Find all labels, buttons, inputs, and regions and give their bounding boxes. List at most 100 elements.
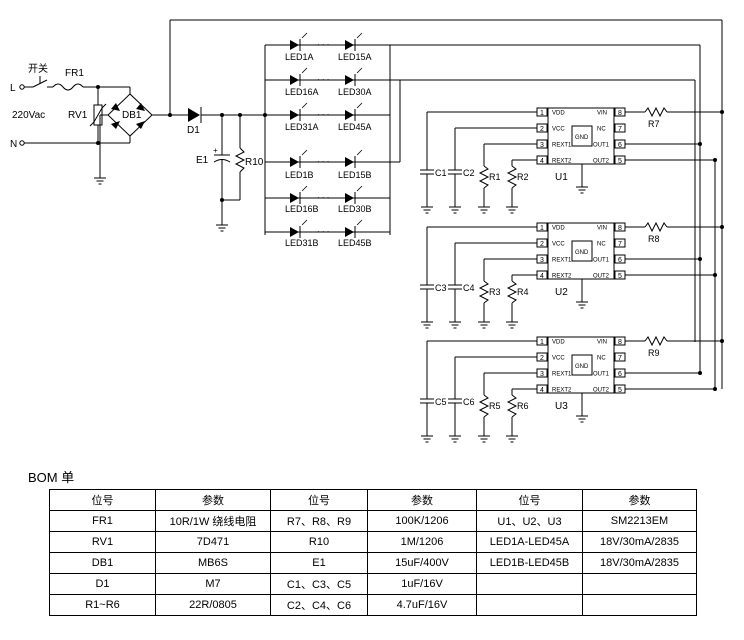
diode-label: D1 [187, 125, 200, 136]
pin-number: 1 [540, 110, 544, 117]
pin-number: 4 [540, 387, 544, 394]
bom-cell: DB1 [49, 552, 156, 574]
bom-cell: 7D471 [155, 531, 271, 553]
neutral-terminal [19, 140, 25, 146]
pin-label: REXT1 [552, 258, 572, 264]
neutral-terminal-label: N [10, 139, 17, 150]
led-label: LED31A [285, 122, 319, 132]
pin-label: OUT2 [593, 388, 610, 394]
resistor-r10 [234, 147, 246, 173]
bom-cell: R7、R8、R9 [270, 510, 368, 532]
bom-cell [582, 594, 697, 616]
pin-number: 5 [618, 273, 622, 280]
bom-cell: 18V/30mA/2835 [582, 531, 697, 553]
led-label: LED16A [285, 87, 319, 97]
pin-label: VCC [552, 356, 565, 362]
pin-number: 2 [540, 126, 544, 133]
pin-number: 4 [540, 158, 544, 165]
varistor-label: RV1 [68, 110, 88, 121]
pin-number: 7 [618, 126, 622, 133]
capacitor-label: C4 [463, 283, 475, 293]
pin-label: VIN [597, 111, 607, 117]
led-row-a3: LED31A LED45A · · · [265, 109, 390, 132]
bom-header-cell: 参数 [582, 489, 697, 511]
bom-cell: 15uF/400V [367, 552, 477, 574]
svg-text:· · ·: · · · [317, 110, 329, 119]
fuse-label: FR1 [65, 68, 84, 79]
pin-number: 3 [540, 257, 544, 264]
pin-label: OUT1 [593, 143, 610, 149]
svg-text:· · ·: · · · [317, 157, 329, 166]
pin-label: REXT2 [552, 159, 572, 165]
svg-text:· · ·: · · · [317, 193, 329, 202]
power-switch [32, 76, 53, 88]
bom-cell: SM2213EM [582, 510, 697, 532]
led-row-b3: LED31B LED45B · · · [265, 226, 390, 248]
capacitor-label: C3 [435, 283, 447, 293]
pin-label: OUT2 [593, 274, 610, 280]
diode-d1 [188, 107, 202, 123]
bom-header-cell: 位号 [49, 489, 156, 511]
bom-cell: 1M/1206 [367, 531, 477, 553]
switch-label: 开关 [28, 62, 48, 75]
bom-cell: LED1B-LED45B [476, 552, 583, 574]
pin-label: VIN [597, 340, 607, 346]
pin-number: 6 [618, 142, 622, 149]
bom-cell: R1~R6 [49, 594, 156, 616]
bom-cell: M7 [155, 573, 271, 595]
pin-number: 5 [618, 387, 622, 394]
bom-cell: R10 [270, 531, 368, 553]
led-label: LED45A [338, 122, 372, 132]
pin-number: 2 [540, 355, 544, 362]
bom-cell: 22R/0805 [155, 594, 271, 616]
bom-cell: RV1 [49, 531, 156, 553]
bom-header-cell: 位号 [476, 489, 583, 511]
pin-label: VDD [552, 340, 565, 346]
resistor-label: R5 [489, 401, 501, 411]
pin-number: 7 [618, 241, 622, 248]
pin-label: VCC [552, 127, 565, 133]
resistor-label: R4 [517, 287, 529, 297]
pin-number: 4 [540, 273, 544, 280]
pin-number: 3 [540, 371, 544, 378]
bom-header-cell: 位号 [270, 489, 368, 511]
led-label: LED1A [285, 52, 314, 62]
resistor-label: R6 [517, 401, 529, 411]
bom-cell: E1 [270, 552, 368, 574]
chip-gnd-pad [571, 240, 593, 262]
led-label: LED31B [285, 238, 319, 248]
pin-number: 1 [540, 339, 544, 346]
bom-cell: 1uF/16V [367, 573, 477, 595]
resistor-label: R3 [489, 287, 501, 297]
bom-header-cell: 参数 [155, 489, 271, 511]
bom-cell: 10R/1W 绕线电阻 [155, 510, 271, 532]
r10-label: R10 [245, 157, 264, 168]
led-label: LED15B [338, 170, 372, 180]
led-row-a1: LED1A LED15A · · · [265, 39, 390, 62]
chip-body [547, 107, 615, 165]
chip-gnd-pad [571, 354, 593, 376]
bom-title: BOM 单 [28, 470, 75, 485]
chip-body [547, 222, 615, 280]
bom-cell: LED1A-LED45A [476, 531, 583, 553]
chip-gnd-label: GND [575, 135, 589, 141]
chip-gnd-pad [571, 125, 593, 147]
led-label: LED16B [285, 204, 319, 214]
pin-label: REXT2 [552, 388, 572, 394]
ac-input-section: L 开关 FR1 220Vac N RV1 [10, 62, 267, 232]
bom-cell: C1、C3、C5 [270, 573, 368, 595]
led-label: LED45B [338, 238, 372, 248]
pin-label: OUT1 [593, 258, 610, 264]
capacitor-label: C5 [435, 397, 447, 407]
pin-label: VIN [597, 226, 607, 232]
pin-label: REXT1 [552, 372, 572, 378]
e1-label: E1 [196, 155, 209, 166]
fuse-symbol [52, 83, 84, 91]
chip-body [547, 336, 615, 394]
